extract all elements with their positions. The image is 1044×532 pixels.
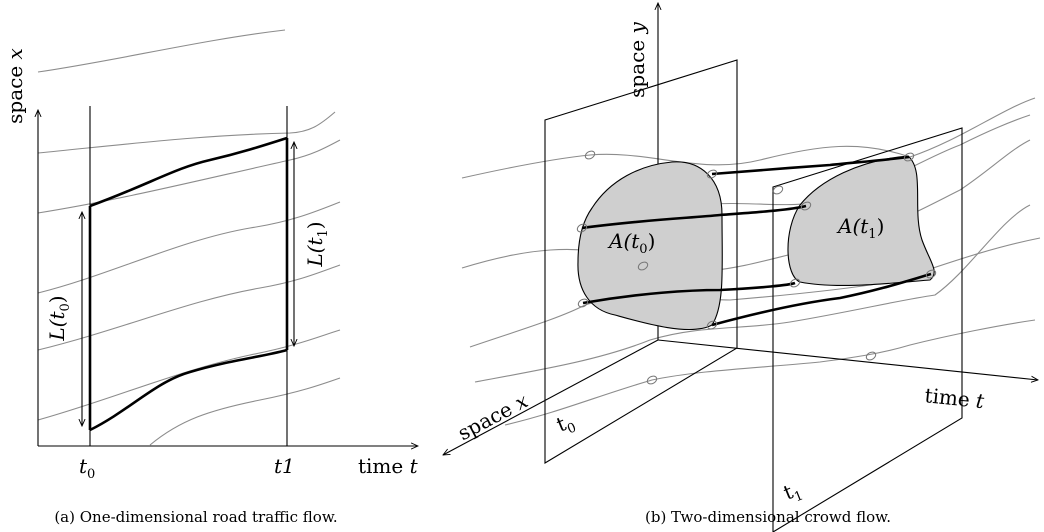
crossing-marker: [637, 261, 649, 271]
area-label-t1: A(t1): [836, 214, 884, 242]
tick-label-t1: t1: [274, 454, 295, 478]
bundle-trajectory-3: [582, 281, 796, 305]
crossing-markers: [576, 150, 937, 385]
space-x-label: space x: [454, 388, 532, 445]
crossing-marker: [903, 152, 915, 162]
trajectory: [37, 29, 286, 73]
panel-a: space x time t t0 t1 L(t0) L(t1) (a) One…: [3, 29, 419, 526]
crossing-marker: [646, 375, 658, 385]
crossing-marker: [800, 201, 812, 211]
crossing-marker: [584, 150, 596, 160]
trajectory: [37, 329, 341, 421]
trajectory: [37, 201, 341, 294]
trajectory: [461, 97, 1036, 179]
tick-label-t0: t0: [79, 454, 95, 482]
time-axis: [657, 339, 1038, 380]
crossing-marker: [772, 185, 784, 195]
length-label-t1: L(t1): [303, 221, 331, 267]
plane-label-t0: t0: [553, 408, 579, 440]
panel-b: space y space x time t t0 t1 A(t0) A(t1)…: [443, 3, 1041, 532]
space-x-axis: [443, 339, 659, 455]
bundle-trajectory-2: [581, 204, 807, 230]
crossing-marker: [577, 298, 589, 308]
crossing-marker: [789, 278, 801, 288]
y-axis-label: space x: [3, 48, 27, 124]
crossing-marker: [706, 320, 718, 330]
space-y-label: space y: [625, 21, 649, 97]
trajectory: [37, 264, 341, 351]
trajectory: [474, 204, 1031, 383]
trajectory: [461, 139, 1031, 272]
bundle-trajectory-1: [711, 155, 910, 176]
crossing-marker: [865, 351, 877, 361]
trajectory: [504, 319, 1036, 426]
caption-a: (a) One-dimensional road traffic flow.: [54, 508, 337, 526]
time-plane-t1: [772, 127, 963, 532]
caption-b: (b) Two-dimensional crowd flow.: [645, 508, 891, 526]
pedestrian-trajectories: [461, 97, 1041, 426]
crossing-marker: [925, 269, 937, 279]
trajectory: [469, 237, 1041, 348]
length-label-t0: L(t0): [45, 295, 73, 341]
bundle-trajectory-4: [711, 272, 932, 327]
vehicle-trajectories: [37, 29, 341, 446]
crossing-marker: [706, 169, 718, 179]
area-label-t0: A(t0): [607, 229, 655, 257]
crossing-marker: [576, 223, 588, 233]
plane-label-t1: t1: [780, 476, 806, 508]
trajectory: [37, 111, 336, 154]
trajectory: [149, 377, 341, 446]
section-top-boundary: [89, 136, 288, 208]
time-axis-label: time t: [923, 383, 986, 413]
crowd-area-t0: [577, 161, 723, 331]
x-axis-label: time t: [358, 454, 419, 478]
trajectory: [37, 139, 341, 214]
section-bottom-boundary: [89, 348, 288, 432]
